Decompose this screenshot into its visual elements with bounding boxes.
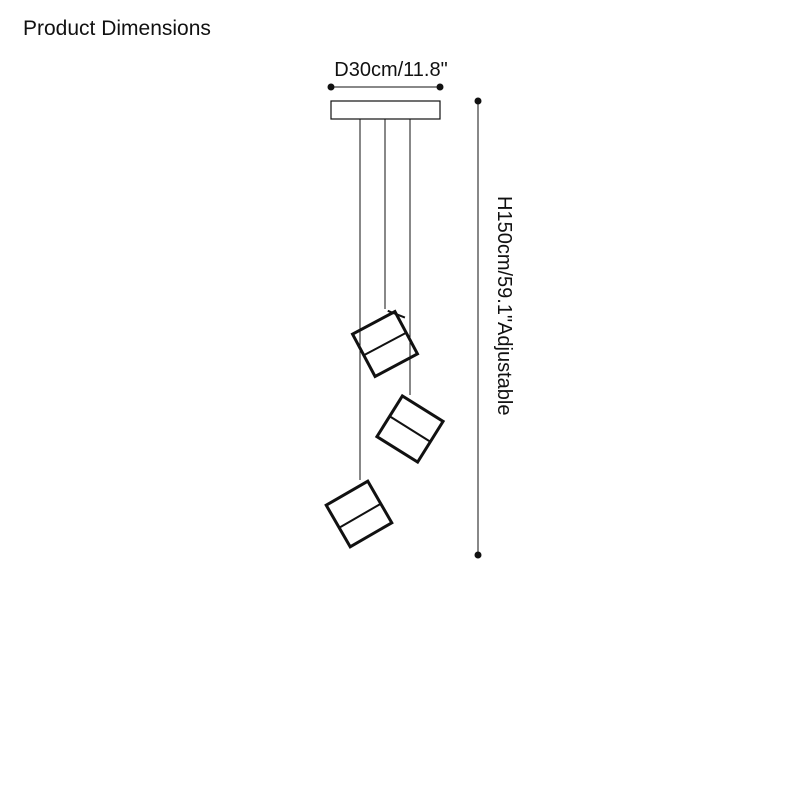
page-title: Product Dimensions xyxy=(23,17,211,40)
width-dimension-endpoint-left xyxy=(327,83,335,91)
cube-pendant xyxy=(374,393,446,465)
diameter-label: D30cm/11.8" xyxy=(334,59,447,81)
cube-pendant xyxy=(350,309,420,379)
width-dimension-endpoint-right xyxy=(436,83,444,91)
height-label: H150cm/59.1"Adjustable xyxy=(493,196,515,415)
ceiling-canopy xyxy=(330,100,441,120)
width-dimension: D30cm/11.8" xyxy=(327,59,448,91)
height-dimension-endpoint-bottom xyxy=(474,551,482,559)
cube-pendant xyxy=(324,479,394,549)
height-dimension-endpoint-top xyxy=(474,97,482,105)
height-dimension: H150cm/59.1"Adjustable xyxy=(474,97,515,559)
suspension-wires xyxy=(359,119,411,480)
